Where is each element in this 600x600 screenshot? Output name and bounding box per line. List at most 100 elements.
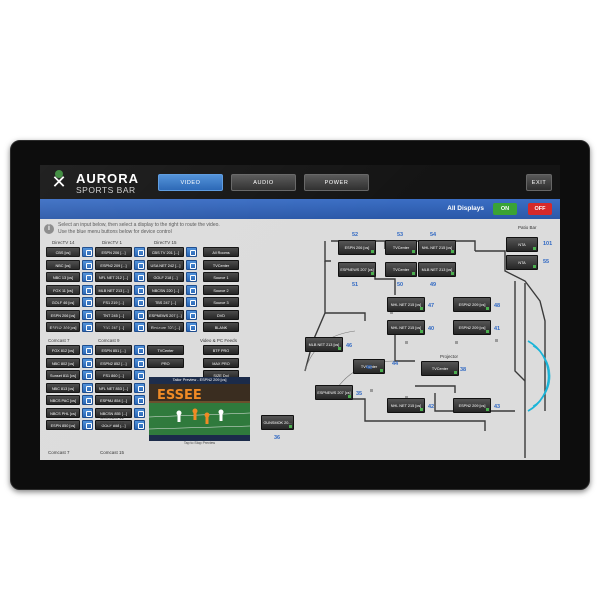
- source-comcast-c-0[interactable]: TVCenter: [147, 345, 184, 355]
- source-video-0[interactable]: All Rooms: [203, 247, 239, 257]
- tab-audio[interactable]: AUDIO: [231, 174, 296, 191]
- source-directv-a-4[interactable]: GOLF 46 [cs]: [46, 297, 80, 307]
- source-directv-c-5[interactable]: ESPNEWS 207 [...]: [147, 309, 184, 320]
- source-feed-1[interactable]: MAX PRO: [203, 357, 239, 368]
- display-53[interactable]: TVCenter: [385, 240, 417, 255]
- source-directv-a-3-control-icon[interactable]: [82, 284, 93, 295]
- display-52[interactable]: ESPN 206 [cs]: [338, 240, 376, 255]
- source-directv-c-5-control-icon[interactable]: [186, 309, 197, 320]
- source-directv-c-2-control-icon[interactable]: [186, 272, 197, 282]
- source-video-6[interactable]: BLANK: [203, 322, 239, 332]
- source-comcast-b-4[interactable]: ESPNU 854 [...]: [95, 395, 132, 405]
- display-49[interactable]: MLB NET 213 [cs]: [418, 262, 456, 277]
- source-directv-a-6-control-icon[interactable]: [82, 322, 93, 332]
- all-displays-off-button[interactable]: OFF: [528, 203, 552, 215]
- source-comcast-a-3-control-icon[interactable]: [82, 382, 93, 393]
- source-directv-b-3-control-icon[interactable]: [134, 284, 145, 295]
- source-comcast-b-6-control-icon[interactable]: [134, 420, 145, 430]
- source-directv-a-4-control-icon[interactable]: [82, 297, 93, 307]
- source-comcast-b-5-control-icon[interactable]: [134, 407, 145, 418]
- display-40[interactable]: NHL NET 215 [cs]: [387, 320, 425, 335]
- source-video-2[interactable]: Source 1: [203, 272, 239, 282]
- all-displays-on-button[interactable]: ON: [493, 203, 517, 215]
- source-comcast-a-5[interactable]: NBCS PHL [cs]: [46, 407, 80, 418]
- source-comcast-a-6-control-icon[interactable]: [82, 420, 93, 430]
- source-directv-c-3[interactable]: NBCSN 220 [...]: [147, 284, 184, 295]
- source-comcast-a-4[interactable]: NBCS PAC [cs]: [46, 395, 80, 405]
- source-comcast-a-0-control-icon[interactable]: [82, 345, 93, 355]
- display-44[interactable]: TVCenter: [353, 359, 385, 374]
- display-47[interactable]: NHL NET 215 [cs]: [387, 297, 425, 312]
- source-directv-b-5-control-icon[interactable]: [134, 309, 145, 320]
- display-54[interactable]: NHL NET 215 [cs]: [418, 240, 456, 255]
- source-comcast-a-0[interactable]: FOX 812 [cs]: [46, 345, 80, 355]
- tab-video[interactable]: VIDEO: [158, 174, 223, 191]
- source-video-5[interactable]: DVD: [203, 309, 239, 320]
- source-directv-b-3[interactable]: MLB NET 213 [...]: [95, 284, 132, 295]
- source-comcast-a-2-control-icon[interactable]: [82, 370, 93, 380]
- source-video-4[interactable]: Source 3: [203, 297, 239, 307]
- source-directv-c-1-control-icon[interactable]: [186, 259, 197, 270]
- source-directv-c-4[interactable]: TBS 247 [...]: [147, 297, 184, 307]
- source-comcast-b-6[interactable]: GOLF 858 [...]: [95, 420, 132, 430]
- source-directv-b-4[interactable]: FS1 219 [...]: [95, 297, 132, 307]
- source-directv-b-1[interactable]: ESPN2 209 [...]: [95, 259, 132, 270]
- source-comcast-b-3[interactable]: NFL NET 853 [...]: [95, 382, 132, 393]
- display-46[interactable]: MLB NET 213 [cs]: [305, 337, 343, 352]
- display-51[interactable]: ESPNEWS 207 [cs]: [338, 262, 376, 277]
- source-directv-b-2[interactable]: NFL NET 212 [...]: [95, 272, 132, 282]
- display-48[interactable]: ESPN2 209 [cs]: [453, 297, 491, 312]
- display-55[interactable]: NTA: [506, 255, 538, 270]
- source-directv-b-2-control-icon[interactable]: [134, 272, 145, 282]
- source-comcast-b-4-control-icon[interactable]: [134, 395, 145, 405]
- source-comcast-b-2[interactable]: FS1 860 [...]: [95, 370, 132, 380]
- source-comcast-a-3[interactable]: NBC 813 [cs]: [46, 382, 80, 393]
- source-directv-a-3[interactable]: FOX 11 [cs]: [46, 284, 80, 295]
- source-comcast-a-5-control-icon[interactable]: [82, 407, 93, 418]
- source-directv-a-0[interactable]: CBS [cs]: [46, 247, 80, 257]
- source-directv-c-0-control-icon[interactable]: [186, 247, 197, 257]
- video-preview[interactable]: Tailor Preview - ESPN2 209 [cs] ESSEE: [149, 377, 250, 441]
- source-directv-c-2[interactable]: GOLF 218 [...]: [147, 272, 184, 282]
- source-directv-a-0-control-icon[interactable]: [82, 247, 93, 257]
- source-comcast-a-4-control-icon[interactable]: [82, 395, 93, 405]
- source-comcast-b-5[interactable]: NBCSN 855 [...]: [95, 407, 132, 418]
- source-directv-b-6[interactable]: TBS 247 [...]: [95, 322, 132, 332]
- source-video-3[interactable]: Source 2: [203, 284, 239, 295]
- display-50[interactable]: TVCenter: [385, 262, 417, 277]
- source-directv-b-5[interactable]: TNT 245 [...]: [95, 309, 132, 320]
- source-directv-a-1-control-icon[interactable]: [82, 259, 93, 270]
- display-38[interactable]: TVCenter: [421, 361, 459, 376]
- source-directv-c-0[interactable]: CBS TV 201 [...]: [147, 247, 184, 257]
- exit-button[interactable]: EXIT: [526, 174, 552, 191]
- source-comcast-b-0[interactable]: ESPN 851 [...]: [95, 345, 132, 355]
- source-comcast-b-2-control-icon[interactable]: [134, 370, 145, 380]
- source-comcast-a-2[interactable]: Sunset 811 [cs]: [46, 370, 80, 380]
- display-35[interactable]: ESPNEWS 207 [cs]: [315, 385, 353, 400]
- tab-power[interactable]: POWER: [304, 174, 369, 191]
- source-directv-b-0-control-icon[interactable]: [134, 247, 145, 257]
- display-101[interactable]: NTA: [506, 237, 538, 252]
- source-comcast-c-1[interactable]: PRO: [147, 357, 184, 368]
- source-directv-a-1[interactable]: NBC [cs]: [46, 259, 80, 270]
- source-directv-b-0[interactable]: ESPN 206 [...]: [95, 247, 132, 257]
- source-directv-a-5[interactable]: ESPN 206 [cs]: [46, 309, 80, 320]
- source-video-1[interactable]: TVCenter: [203, 259, 239, 270]
- source-comcast-a-6[interactable]: ESPN 850 [cs]: [46, 420, 80, 430]
- source-directv-b-6-control-icon[interactable]: [134, 322, 145, 332]
- source-directv-c-6-control-icon[interactable]: [186, 322, 197, 332]
- source-feed-0[interactable]: BTF PRO: [203, 345, 239, 355]
- source-comcast-b-1[interactable]: ESPN2 852 [...]: [95, 357, 132, 368]
- source-directv-a-2[interactable]: NBC 13 [cs]: [46, 272, 80, 282]
- source-comcast-b-3-control-icon[interactable]: [134, 382, 145, 393]
- source-comcast-a-1[interactable]: NBC 802 [cs]: [46, 357, 80, 368]
- source-comcast-b-0-control-icon[interactable]: [134, 345, 145, 355]
- display-36[interactable]: GUNSMOK 20...: [261, 415, 294, 430]
- source-directv-b-4-control-icon[interactable]: [134, 297, 145, 307]
- source-directv-a-6[interactable]: ESPN2 209 [cs]: [46, 322, 80, 332]
- source-directv-b-1-control-icon[interactable]: [134, 259, 145, 270]
- display-42[interactable]: NHL NET 215 [cs]: [387, 398, 425, 413]
- source-directv-c-6[interactable]: Redzone 703 [...]: [147, 322, 184, 332]
- source-directv-c-4-control-icon[interactable]: [186, 297, 197, 307]
- source-directv-a-5-control-icon[interactable]: [82, 309, 93, 320]
